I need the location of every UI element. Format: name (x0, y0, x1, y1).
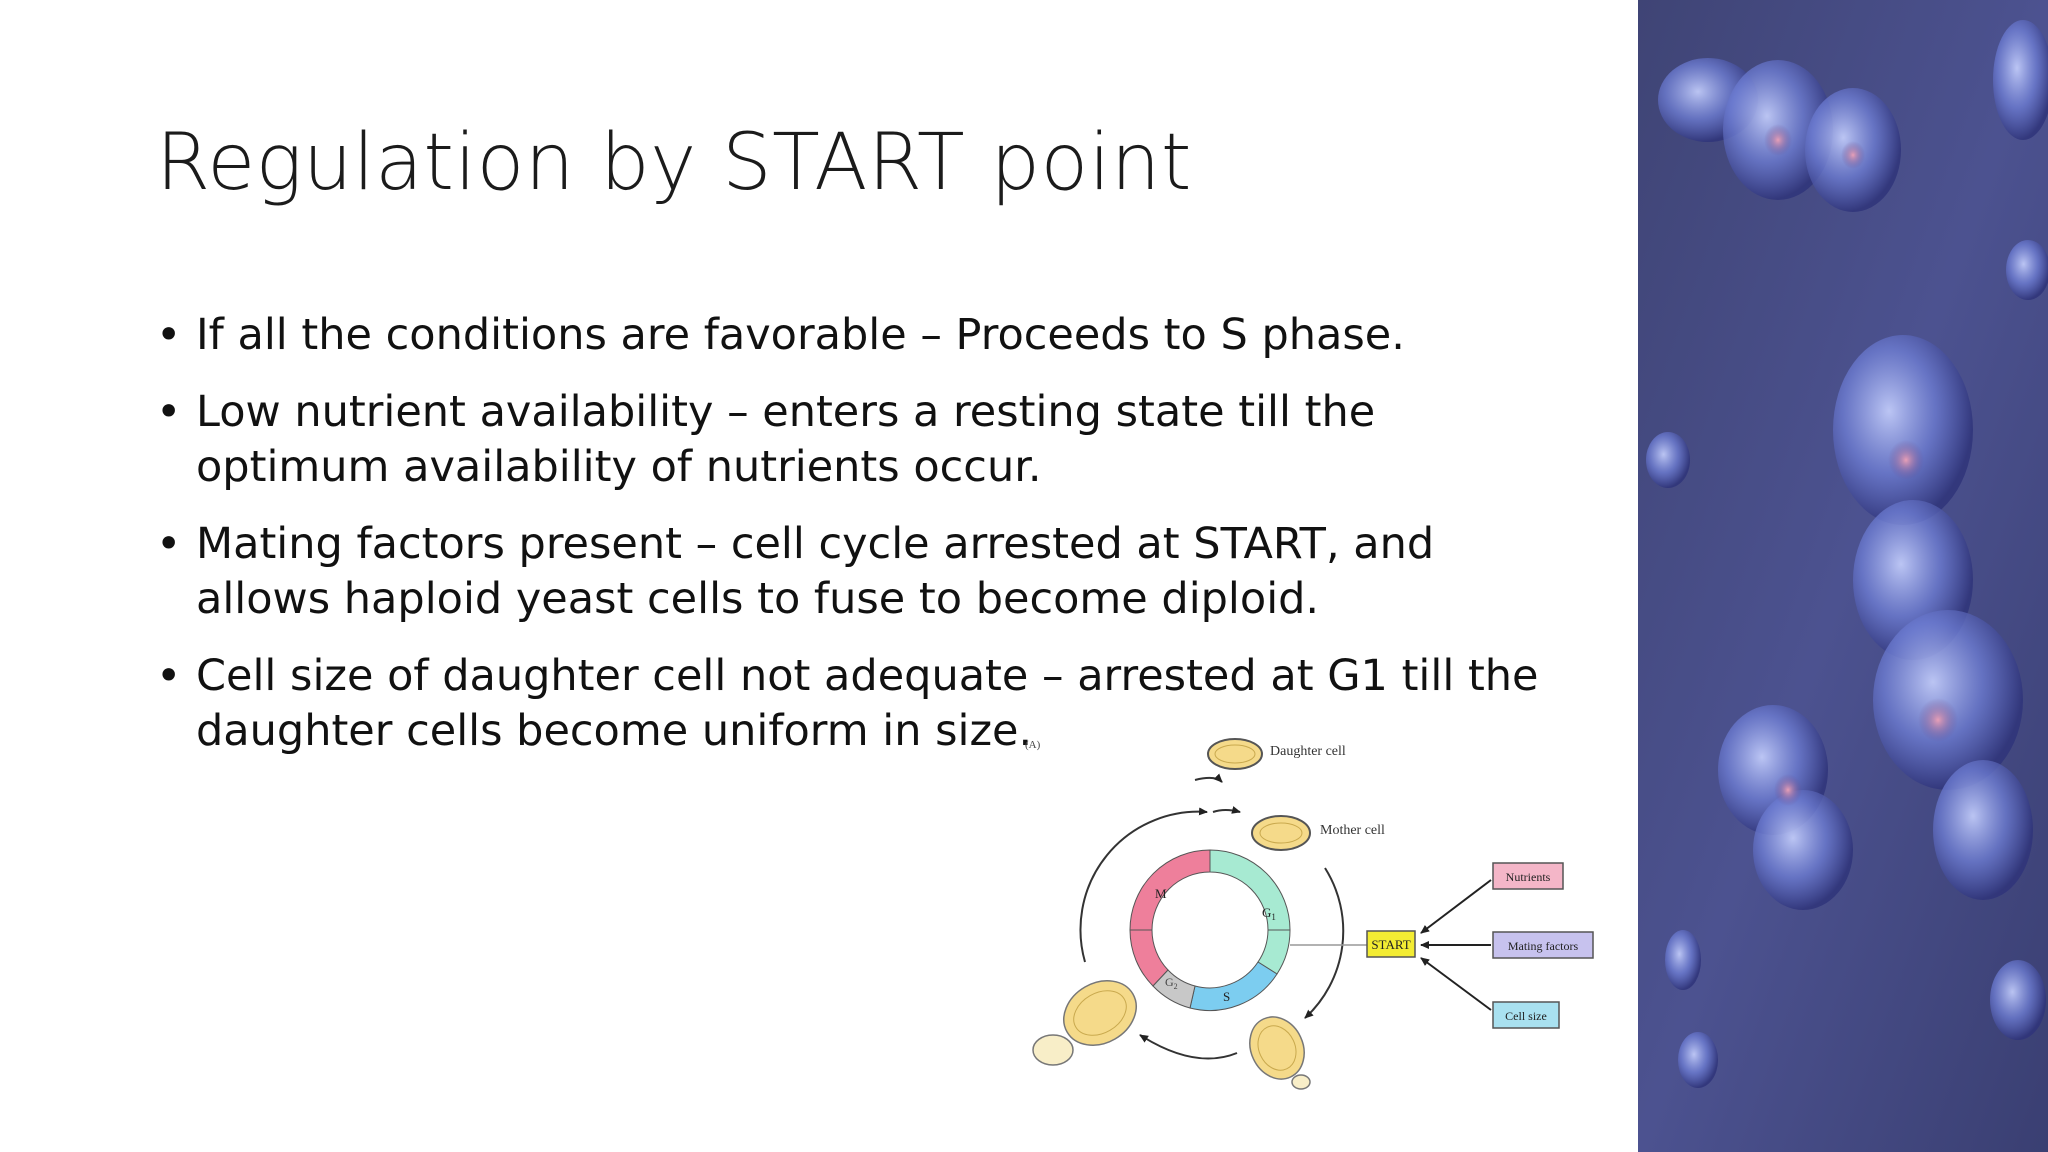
bullet-glyph: • (156, 310, 182, 360)
bullet-glyph: • (156, 519, 182, 569)
bullet-item: • If all the conditions are favorable – P… (156, 308, 1576, 363)
cell-size-box (1492, 1001, 1560, 1029)
slide-title: Regulation by START point (156, 118, 1192, 208)
cycle-arrow-right (1304, 867, 1345, 1019)
bullet-item: • Cell size of daughter cell not adequate… (156, 649, 1576, 759)
nutrients-box (1492, 862, 1564, 890)
mating-factors-label: Mating factors (1508, 939, 1579, 953)
cell-size-label: Cell size (1505, 1009, 1547, 1023)
phase-s-label: S (1223, 989, 1230, 1004)
mother-cell-inner (1259, 822, 1303, 844)
cycle-arrow-bottom (1139, 1034, 1238, 1060)
start-box (1366, 930, 1416, 958)
phase-g1-label: G1 (1262, 905, 1276, 922)
cycle-arrow-top (1212, 806, 1241, 814)
daughter-cell-inner (1214, 744, 1256, 764)
phase-g2-label: G2 (1165, 975, 1178, 991)
bullet-text: Mating factors present – cell cycle arre… (196, 519, 1435, 624)
mother-cell (1251, 815, 1311, 851)
panel-label: (A) (1025, 739, 1041, 751)
bullet-text: If all the conditions are favorable – Pr… (196, 310, 1405, 360)
cycle-arrow-left (1079, 807, 1208, 963)
bullet-item: • Mating factors present – cell cycle arr… (156, 517, 1576, 627)
cell-illustration (1638, 0, 2048, 1152)
bullet-text: Low nutrient availability – enters a res… (196, 387, 1376, 492)
bullet-list: • If all the conditions are favorable – P… (156, 308, 1576, 781)
bullet-glyph: • (156, 387, 182, 437)
phase-m-segment (1129, 849, 1211, 931)
mating-factors-box (1492, 931, 1594, 959)
cell-cycle-diagram: (A) Daughter cell Mother cell (1015, 730, 1605, 1100)
mother-cell-label: Mother cell (1320, 823, 1385, 838)
phase-m-label: M (1155, 886, 1167, 901)
nutrients-label: Nutrients (1506, 870, 1551, 884)
bullet-item: • Low nutrient availability – enters a re… (156, 385, 1576, 495)
budding-cell-right (1249, 1016, 1311, 1090)
decorative-cell-image (1638, 0, 2048, 1152)
cell-cycle-svg: (A) Daughter cell Mother cell (1025, 738, 1594, 1090)
bullet-glyph: • (156, 651, 182, 701)
bullet-text: Cell size of daughter cell not adequate … (196, 651, 1539, 756)
daughter-arrow (1194, 773, 1223, 783)
daughter-cell-label: Daughter cell (1270, 744, 1346, 759)
cell-size-arrow (1420, 957, 1492, 1011)
budding-cell-left (1032, 980, 1137, 1066)
phase-s-segment (1189, 961, 1278, 1011)
daughter-cell (1207, 738, 1263, 770)
phase-g2-segment (1152, 969, 1196, 1009)
start-label: START (1371, 937, 1410, 952)
phase-g1-segment (1209, 849, 1291, 931)
nutrients-arrow (1420, 879, 1492, 934)
